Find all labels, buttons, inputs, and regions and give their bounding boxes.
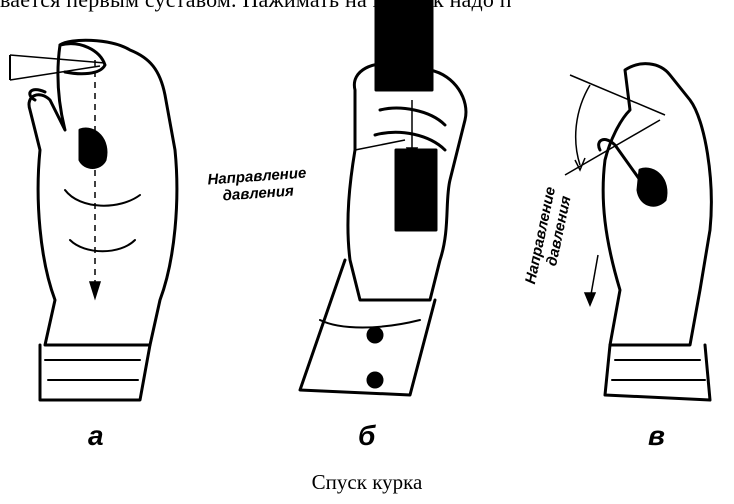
figure-caption: Спуск курка (0, 470, 734, 495)
pressure-label-b: Направление давления (207, 165, 308, 206)
hand-drawing-c (599, 64, 712, 400)
panel-label-a: а (88, 420, 104, 452)
panel-label-c: в (648, 420, 665, 452)
hand-drawing-a (29, 40, 177, 400)
panel-label-b: б (358, 420, 375, 452)
hand-drawing-b (300, 0, 466, 395)
